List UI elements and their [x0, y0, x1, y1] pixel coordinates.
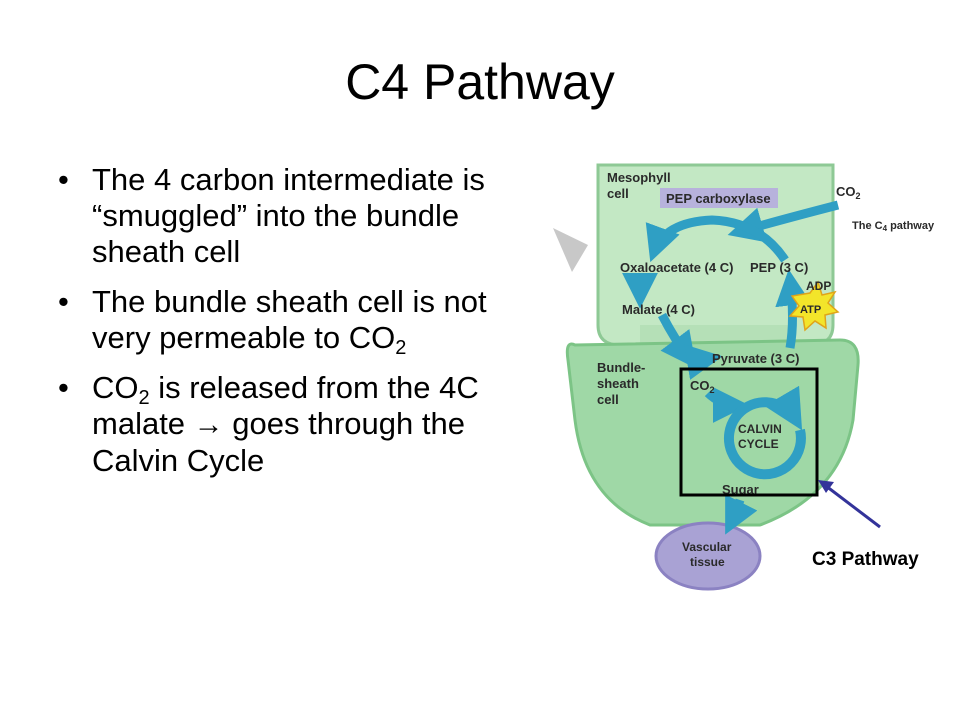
adp-label: ADP: [806, 279, 831, 293]
bullet-dot: •: [58, 370, 69, 405]
bullet-list: • The 4 carbon intermediate is “smuggled…: [58, 162, 548, 493]
calvin-label-line1: CALVIN: [738, 422, 782, 436]
pep-carboxylase-label: PEP carboxylase: [666, 191, 771, 206]
pyruvate-label: Pyruvate (3 C): [712, 351, 799, 366]
slide-title: C4 Pathway: [345, 54, 615, 110]
co2-to-calvin-arrow: [704, 386, 749, 423]
bullet-text: The 4 carbon intermediate is “smuggled” …: [92, 162, 485, 269]
bullet-dot: •: [58, 162, 69, 197]
c4-pathway-label: The C4 pathway: [852, 220, 935, 233]
vascular-label-line1: Vascular: [682, 540, 732, 554]
c3-pathway-label: C3 Pathway: [812, 549, 919, 570]
bundle-sheath-label-line1: Bundle-: [597, 360, 645, 375]
c4-pathway-diagram: Mesophyll cell PEP carboxylase CO2 The C…: [553, 163, 935, 591]
pep-label: PEP (3 C): [750, 260, 808, 275]
pep-carboxylase-box: [660, 188, 778, 208]
bullet-text: is released from the 4C malate: [92, 370, 479, 441]
pyruvate-to-pep-arrow: [775, 269, 811, 349]
atp-label: ATP: [800, 304, 821, 316]
co2-in-label: CO2: [836, 184, 861, 201]
vascular-label-line2: tissue: [690, 555, 725, 569]
calvin-label-line2: CYCLE: [738, 437, 779, 451]
vascular-tissue: [654, 521, 762, 591]
bullet-item: • The bundle sheath cell is not very per…: [58, 284, 548, 359]
atp-star-icon: [788, 280, 840, 332]
sugar-label: Sugar: [722, 482, 759, 497]
c3-highlight-box: [679, 367, 819, 497]
bullet-text: The bundle sheath cell is not very perme…: [92, 284, 487, 355]
bundle-sheath-label-line2: sheath: [597, 376, 639, 391]
right-arrow-icon: →: [193, 408, 224, 441]
subscript: 2: [395, 337, 407, 359]
pyruvate-arrow: [684, 344, 723, 380]
c3-pointer-arrowhead: [818, 480, 834, 493]
c4-cycle-arrow: [645, 215, 789, 263]
mesophyll-label-line1: Mesophyll: [607, 170, 671, 185]
gray-pointer-arrow: [553, 228, 588, 272]
c3-pointer-arrow: [825, 484, 881, 529]
sugar-to-vascular-arrow: [725, 494, 758, 535]
calvin-cycle-arrow: [723, 385, 806, 480]
subscript: 2: [138, 387, 150, 409]
bullet-item: • CO2 is released from the 4C malate → g…: [58, 370, 548, 479]
oxaloacetate-label: Oxaloacetate (4 C): [620, 260, 733, 275]
bullet-item: • The 4 carbon intermediate is “smuggled…: [58, 162, 548, 270]
bullet-text: goes through the Calvin Cycle: [92, 406, 465, 478]
bullet-dot: •: [58, 284, 69, 319]
mesophyll-label-line2: cell: [607, 186, 629, 201]
bullet-text: CO: [92, 370, 139, 405]
malate-label: Malate (4 C): [622, 302, 695, 317]
bundle-sheath-label-line3: cell: [597, 392, 619, 407]
co2-released-label: CO2: [690, 378, 715, 395]
